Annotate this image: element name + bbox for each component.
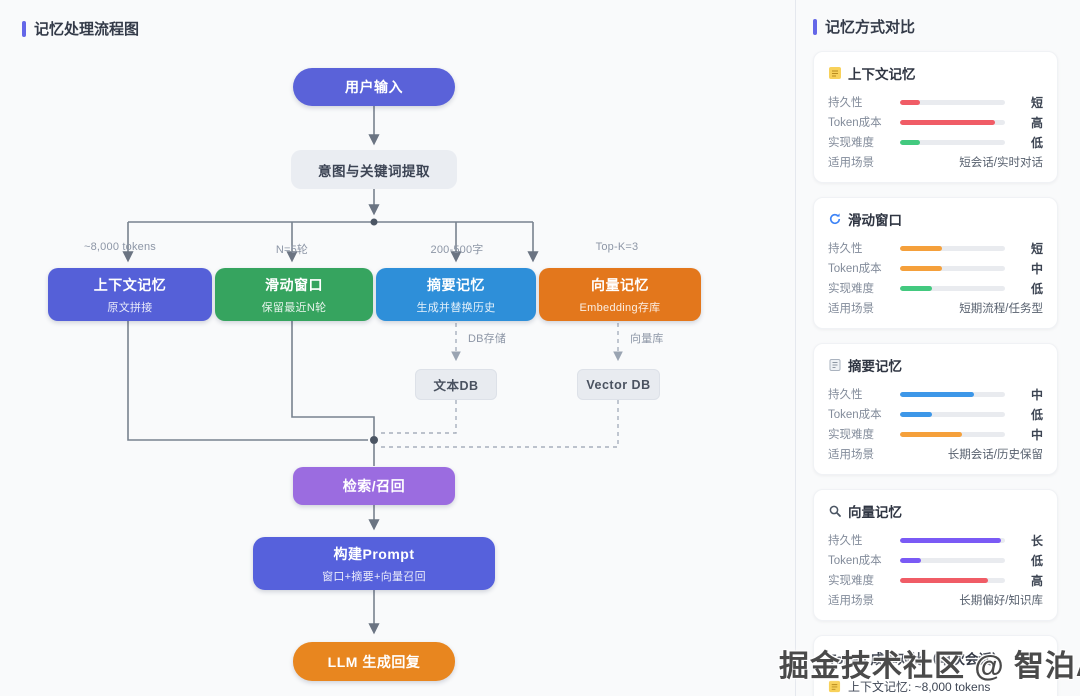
sliding-window-icon [828,212,842,226]
card-title: 上下文记忆 [848,67,916,82]
metric-bar [900,577,1005,583]
metric-row: 持久性 长 [828,533,1043,548]
edge-label-vector-store: 向量库 [630,333,664,345]
title-accent-bar [813,18,817,35]
comparison-panel: 记忆方式对比 上下文记忆 持久性 短 Token成本 高 实现难度 [796,0,1080,696]
metric-bar [900,431,1005,437]
scenario-row: 适用场景 短会话/实时对话 [828,157,1043,169]
scenario-row: 适用场景 短期流程/任务型 [828,303,1043,315]
token-cost-section: Token 成本对比（单次会话） 上下文记忆: ~8,000 tokens 滑动… [813,635,1058,696]
card-sliding-window: 滑动窗口 持久性 短 Token成本 中 实现难度 低 适用场景 短期流程/任务… [813,197,1058,329]
panel-divider [795,0,796,696]
memo-icon [828,680,842,694]
node-llm-reply: LLM 生成回复 [293,642,455,681]
comparison-title: 记忆方式对比 [813,16,1058,37]
metric-bar [900,411,1005,417]
metric-bar [900,265,1005,271]
metric-row: 实现难度 低 [828,281,1043,296]
card-context-memory: 上下文记忆 持久性 短 Token成本 高 实现难度 低 适用场景 短会话/实时… [813,51,1058,183]
metric-row: 持久性 中 [828,387,1043,402]
edge-label-chars: 200-500字 [430,244,484,256]
node-vector-memory: 向量记忆 Embedding存库 [539,268,701,321]
metric-bar [900,245,1005,251]
flowchart-title-text: 记忆处理流程图 [34,21,140,38]
metric-row: Token成本 低 [828,407,1043,422]
scenario-row: 适用场景 长期会话/历史保留 [828,449,1043,461]
metric-row: 持久性 短 [828,241,1043,256]
node-vector-db: Vector DB [577,369,660,400]
token-cost-title: Token 成本对比（单次会话） [828,652,1006,667]
metric-row: Token成本 中 [828,261,1043,276]
card-summary-memory: 摘要记忆 持久性 中 Token成本 低 实现难度 中 适用场景 长期会话/历史… [813,343,1058,475]
card-title: 向量记忆 [848,505,902,520]
metric-row: 实现难度 高 [828,573,1043,588]
metric-bar [900,391,1005,397]
metric-row: Token成本 低 [828,553,1043,568]
metric-bar [900,139,1005,145]
edge-label-db-store: DB存储 [468,333,507,345]
comparison-title-text: 记忆方式对比 [825,19,916,36]
card-title: 滑动窗口 [848,213,902,228]
flow-connectors [122,106,623,635]
flowchart-panel: 记忆处理流程图 [22,18,701,681]
metric-bar [900,557,1005,563]
edge-label-rounds: N=5轮 [275,244,309,256]
title-accent-bar [22,20,26,37]
memo-icon [828,66,842,80]
token-item: 上下文记忆: ~8,000 tokens [828,677,1043,696]
node-sliding-window: 滑动窗口 保留最近N轮 [215,268,373,321]
node-user-input: 用户输入 [293,68,455,106]
watermark: 掘金技术社区 @ 智泊AI [779,650,1080,683]
scenario-row: 适用场景 长期偏好/知识库 [828,595,1043,607]
node-text-db: 文本DB [415,369,497,400]
node-build-prompt: 构建Prompt 窗口+摘要+向量召回 [253,537,495,590]
node-intent-extraction: 意图与关键词提取 [291,150,457,189]
metric-bar [900,285,1005,291]
node-context-memory: 上下文记忆 原文拼接 [48,268,212,321]
metric-bar [900,119,1005,125]
edge-label-topk: Top-K=3 [595,241,639,253]
flowchart-title: 记忆处理流程图 [22,18,139,39]
card-title: 摘要记忆 [848,359,902,374]
metric-row: Token成本 高 [828,115,1043,130]
metric-row: 持久性 短 [828,95,1043,110]
notepad-icon [828,358,842,372]
metric-row: 实现难度 中 [828,427,1043,442]
node-summary-memory: 摘要记忆 生成并替换历史 [376,268,536,321]
metric-bar [900,537,1005,543]
edge-label-tokens: ~8,000 tokens [83,241,157,253]
node-retrieve-recall: 检索/召回 [293,467,455,505]
card-vector-memory: 向量记忆 持久性 长 Token成本 低 实现难度 高 适用场景 长期偏好/知识… [813,489,1058,621]
metric-bar [900,99,1005,105]
metric-row: 实现难度 低 [828,135,1043,150]
magnifier-icon [828,504,842,518]
